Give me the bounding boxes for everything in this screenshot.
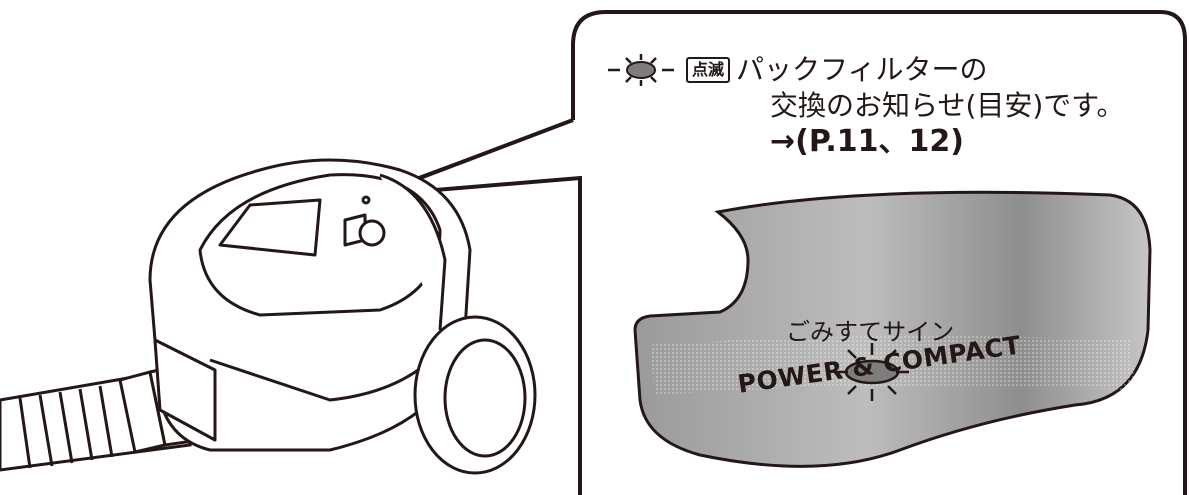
- page-reference: →(P.11、12): [770, 124, 964, 159]
- panel-indicator-icon: [835, 343, 909, 401]
- vacuum-body-icon: [148, 158, 537, 475]
- callout-line1-text: パックフィルターの: [736, 53, 988, 86]
- indicator-panel: [633, 190, 1152, 468]
- dust-sign-label: ごみすてサイン: [786, 318, 955, 346]
- blink-badge: 点滅: [686, 57, 731, 83]
- callout-line-2: 交換のお知らせ(目安)です。: [770, 89, 1125, 122]
- callout-line-1: 点滅 パックフィルターの: [606, 52, 1125, 88]
- blink-indicator-icon: [608, 54, 674, 86]
- callout-text: 点滅 パックフィルターの 交換のお知らせ(目安)です。 →(P.11、12): [606, 52, 1125, 160]
